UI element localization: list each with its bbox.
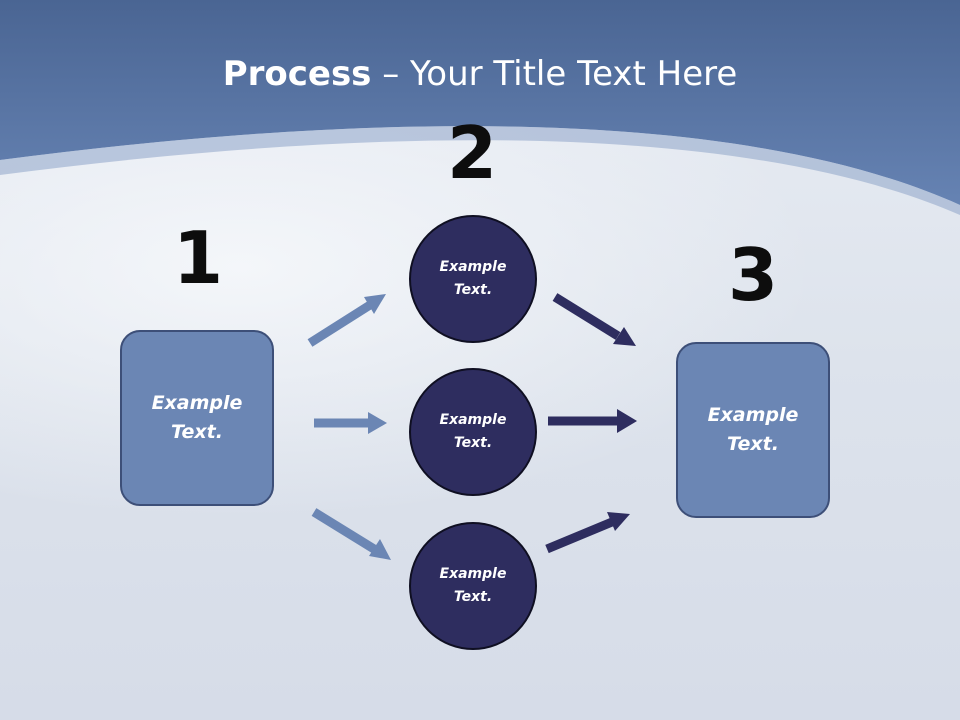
arrow-top-to-output xyxy=(552,293,636,346)
input-box: Example Text. xyxy=(120,330,274,506)
title-bold: Process xyxy=(222,54,372,94)
arrow-input-to-top xyxy=(307,294,386,347)
process-circle-middle-label: Example Text. xyxy=(439,412,507,451)
process-circle-bottom-label: Example Text. xyxy=(439,566,507,605)
step-number-1: 1 xyxy=(172,216,224,300)
arrow-bottom-to-output xyxy=(545,512,630,554)
arrow-middle-to-output xyxy=(548,409,637,433)
output-box: Example Text. xyxy=(676,342,830,518)
arrow-input-to-middle xyxy=(314,412,387,434)
step-number-2: 2 xyxy=(446,111,498,195)
slide-title: Process – Your Title Text Here xyxy=(0,52,960,96)
arrow-input-to-bottom xyxy=(311,508,391,560)
process-circle-bottom: Example Text. xyxy=(409,522,537,650)
process-circle-middle: Example Text. xyxy=(409,368,537,496)
input-box-label: Example Text. xyxy=(151,392,243,443)
title-rest: – Your Title Text Here xyxy=(371,54,738,94)
step-number-3: 3 xyxy=(727,233,779,317)
output-box-label: Example Text. xyxy=(707,404,799,455)
process-circle-top-label: Example Text. xyxy=(439,259,507,298)
process-circle-top: Example Text. xyxy=(409,215,537,343)
